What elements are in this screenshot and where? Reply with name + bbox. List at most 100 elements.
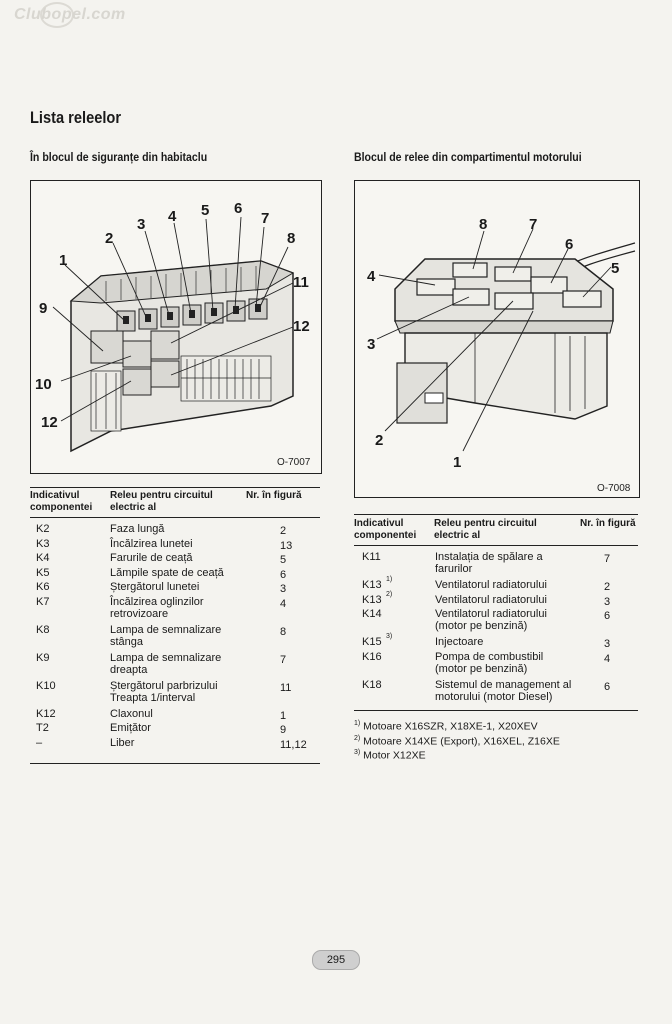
table-rule	[354, 514, 638, 515]
col-header: Releu pentru circuitul electric al	[110, 490, 213, 513]
row-desc: dreapta	[110, 663, 148, 676]
table-rule	[354, 545, 638, 546]
fig-label: 5	[201, 202, 209, 219]
table-rule	[354, 710, 638, 711]
row-id: K9	[36, 651, 50, 664]
col-header: Nr. în figură	[246, 490, 302, 501]
row-desc: stânga	[110, 635, 144, 648]
row-id: K13	[362, 579, 382, 591]
footnote-text: Motor X12XE	[363, 749, 426, 762]
row-num: 11,12	[280, 738, 307, 751]
row-desc: Emițător	[110, 722, 151, 734]
row-num: 11	[280, 681, 292, 694]
row-desc: farurilor	[435, 563, 473, 575]
row-id: K16	[362, 650, 382, 663]
fig-label: 9	[39, 300, 47, 317]
fig-label: 1	[453, 454, 461, 471]
engine-relaybox-figure: 8 7 6 5 4 3 2 1 O-7008	[354, 180, 640, 498]
fig-label: 7	[261, 210, 269, 227]
row-desc: Sistemul de management al	[435, 678, 572, 691]
row-num: 8	[280, 625, 287, 638]
fig-label: 3	[367, 336, 375, 353]
fig-label: 2	[375, 432, 383, 449]
footnote-ref: 1)	[386, 576, 393, 583]
row-desc: (motor pe benzină)	[435, 662, 528, 675]
fig-label: 6	[565, 236, 573, 253]
footnote: 3) Motor X12XE	[354, 749, 426, 762]
fig-label: 2	[105, 230, 113, 247]
row-desc: Încălzirea lunetei	[110, 537, 193, 550]
row-desc: (motor pe benzină)	[435, 620, 528, 632]
watermark: Clubopel.com	[14, 6, 126, 23]
row-num: 3	[280, 583, 287, 595]
footnote: 1) Motoare X16SZR, X18XE-1, X20XEV	[354, 720, 538, 733]
fig-label: 4	[168, 208, 177, 225]
row-desc: Pompa de combustibil	[435, 650, 544, 663]
col-header: Nr. în figură	[580, 518, 636, 529]
row-desc: Lampa de semnalizare	[110, 651, 222, 664]
col-header: Indicativul componentei	[30, 490, 93, 513]
footnote-text: Motoare X14XE (Export), X16XEL, Z16XE	[363, 735, 560, 748]
fig-label: 6	[234, 200, 242, 217]
fig-label: 7	[529, 216, 537, 233]
col-header: Indicativul componentei	[354, 518, 417, 541]
row-num: 5	[280, 554, 287, 566]
row-num: 7	[280, 653, 287, 666]
row-desc: motorului (motor Diesel)	[435, 690, 553, 703]
row-id: K14	[362, 608, 382, 620]
row-num: 3	[604, 638, 611, 650]
fig-label: 12	[293, 318, 310, 335]
table-rule	[30, 517, 320, 518]
row-id: K4	[36, 552, 50, 564]
row-num: 6	[604, 610, 611, 622]
row-desc: retrovizoare	[110, 607, 169, 620]
figure-code: O-7008	[597, 483, 631, 494]
page-number: 295	[312, 950, 360, 970]
row-desc: Încălzirea oglinzilor	[110, 595, 204, 608]
row-desc: Claxonul	[110, 707, 153, 720]
row-id: K5	[36, 566, 50, 579]
page-heading: Lista releelor	[30, 108, 122, 127]
table-rule	[30, 487, 320, 488]
watermark-logo-icon	[40, 2, 74, 28]
row-desc: Ventilatorul radiatorului	[435, 608, 547, 620]
footnote-ref: 2)	[386, 590, 393, 598]
row-id: –	[36, 736, 43, 749]
row-num: 7	[604, 553, 611, 565]
row-desc: Treapta 1/interval	[110, 691, 196, 704]
row-num: 4	[604, 652, 611, 665]
footnote-ref: 3)	[386, 633, 393, 640]
row-num: 3	[604, 595, 611, 608]
fig-label: 5	[611, 260, 619, 277]
row-desc: Instalația de spălare a	[435, 551, 543, 563]
row-desc: Ventilatorul radiatorului	[435, 593, 547, 606]
cabin-fusebox-figure: 1 2 3 4 5 6 7 8 9 10 11 12 12 O-7007	[30, 180, 322, 474]
row-desc: Ștergătorul lunetei	[110, 581, 200, 593]
col-header: Releu pentru circuitul electric al	[434, 518, 537, 541]
table-rule	[30, 763, 320, 764]
fig-label: 11	[293, 274, 309, 291]
row-num: 9	[280, 724, 287, 736]
row-desc: Lămpile spate de ceață	[110, 566, 224, 579]
row-id: T2	[36, 722, 49, 734]
fig-label: 10	[35, 376, 52, 393]
row-num: 1	[280, 709, 287, 722]
engine-relaybox-diagram: 8 7 6 5 4 3 2 1	[367, 216, 636, 471]
left-subtitle: În blocul de siguranțe din habitaclu	[30, 150, 208, 164]
footnote-mark: 3)	[354, 749, 361, 756]
row-num: 6	[280, 568, 287, 581]
row-id: K18	[362, 678, 382, 691]
row-id: K11	[362, 551, 381, 563]
fig-label: 3	[137, 216, 145, 233]
row-num: 4	[280, 597, 287, 610]
row-desc: Injectoare	[435, 636, 484, 648]
row-id: K12	[36, 707, 56, 720]
row-id: K15	[362, 636, 382, 648]
footnote: 2) Motoare X14XE (Export), X16XEL, Z16XE	[354, 735, 560, 748]
row-desc: Farurile de ceață	[110, 552, 193, 564]
row-id: K10	[36, 679, 56, 692]
row-num: 2	[280, 525, 287, 537]
fig-label: 1	[59, 252, 67, 269]
row-desc: Ventilatorul radiatorului	[435, 579, 547, 591]
fig-label: 12	[41, 414, 58, 431]
